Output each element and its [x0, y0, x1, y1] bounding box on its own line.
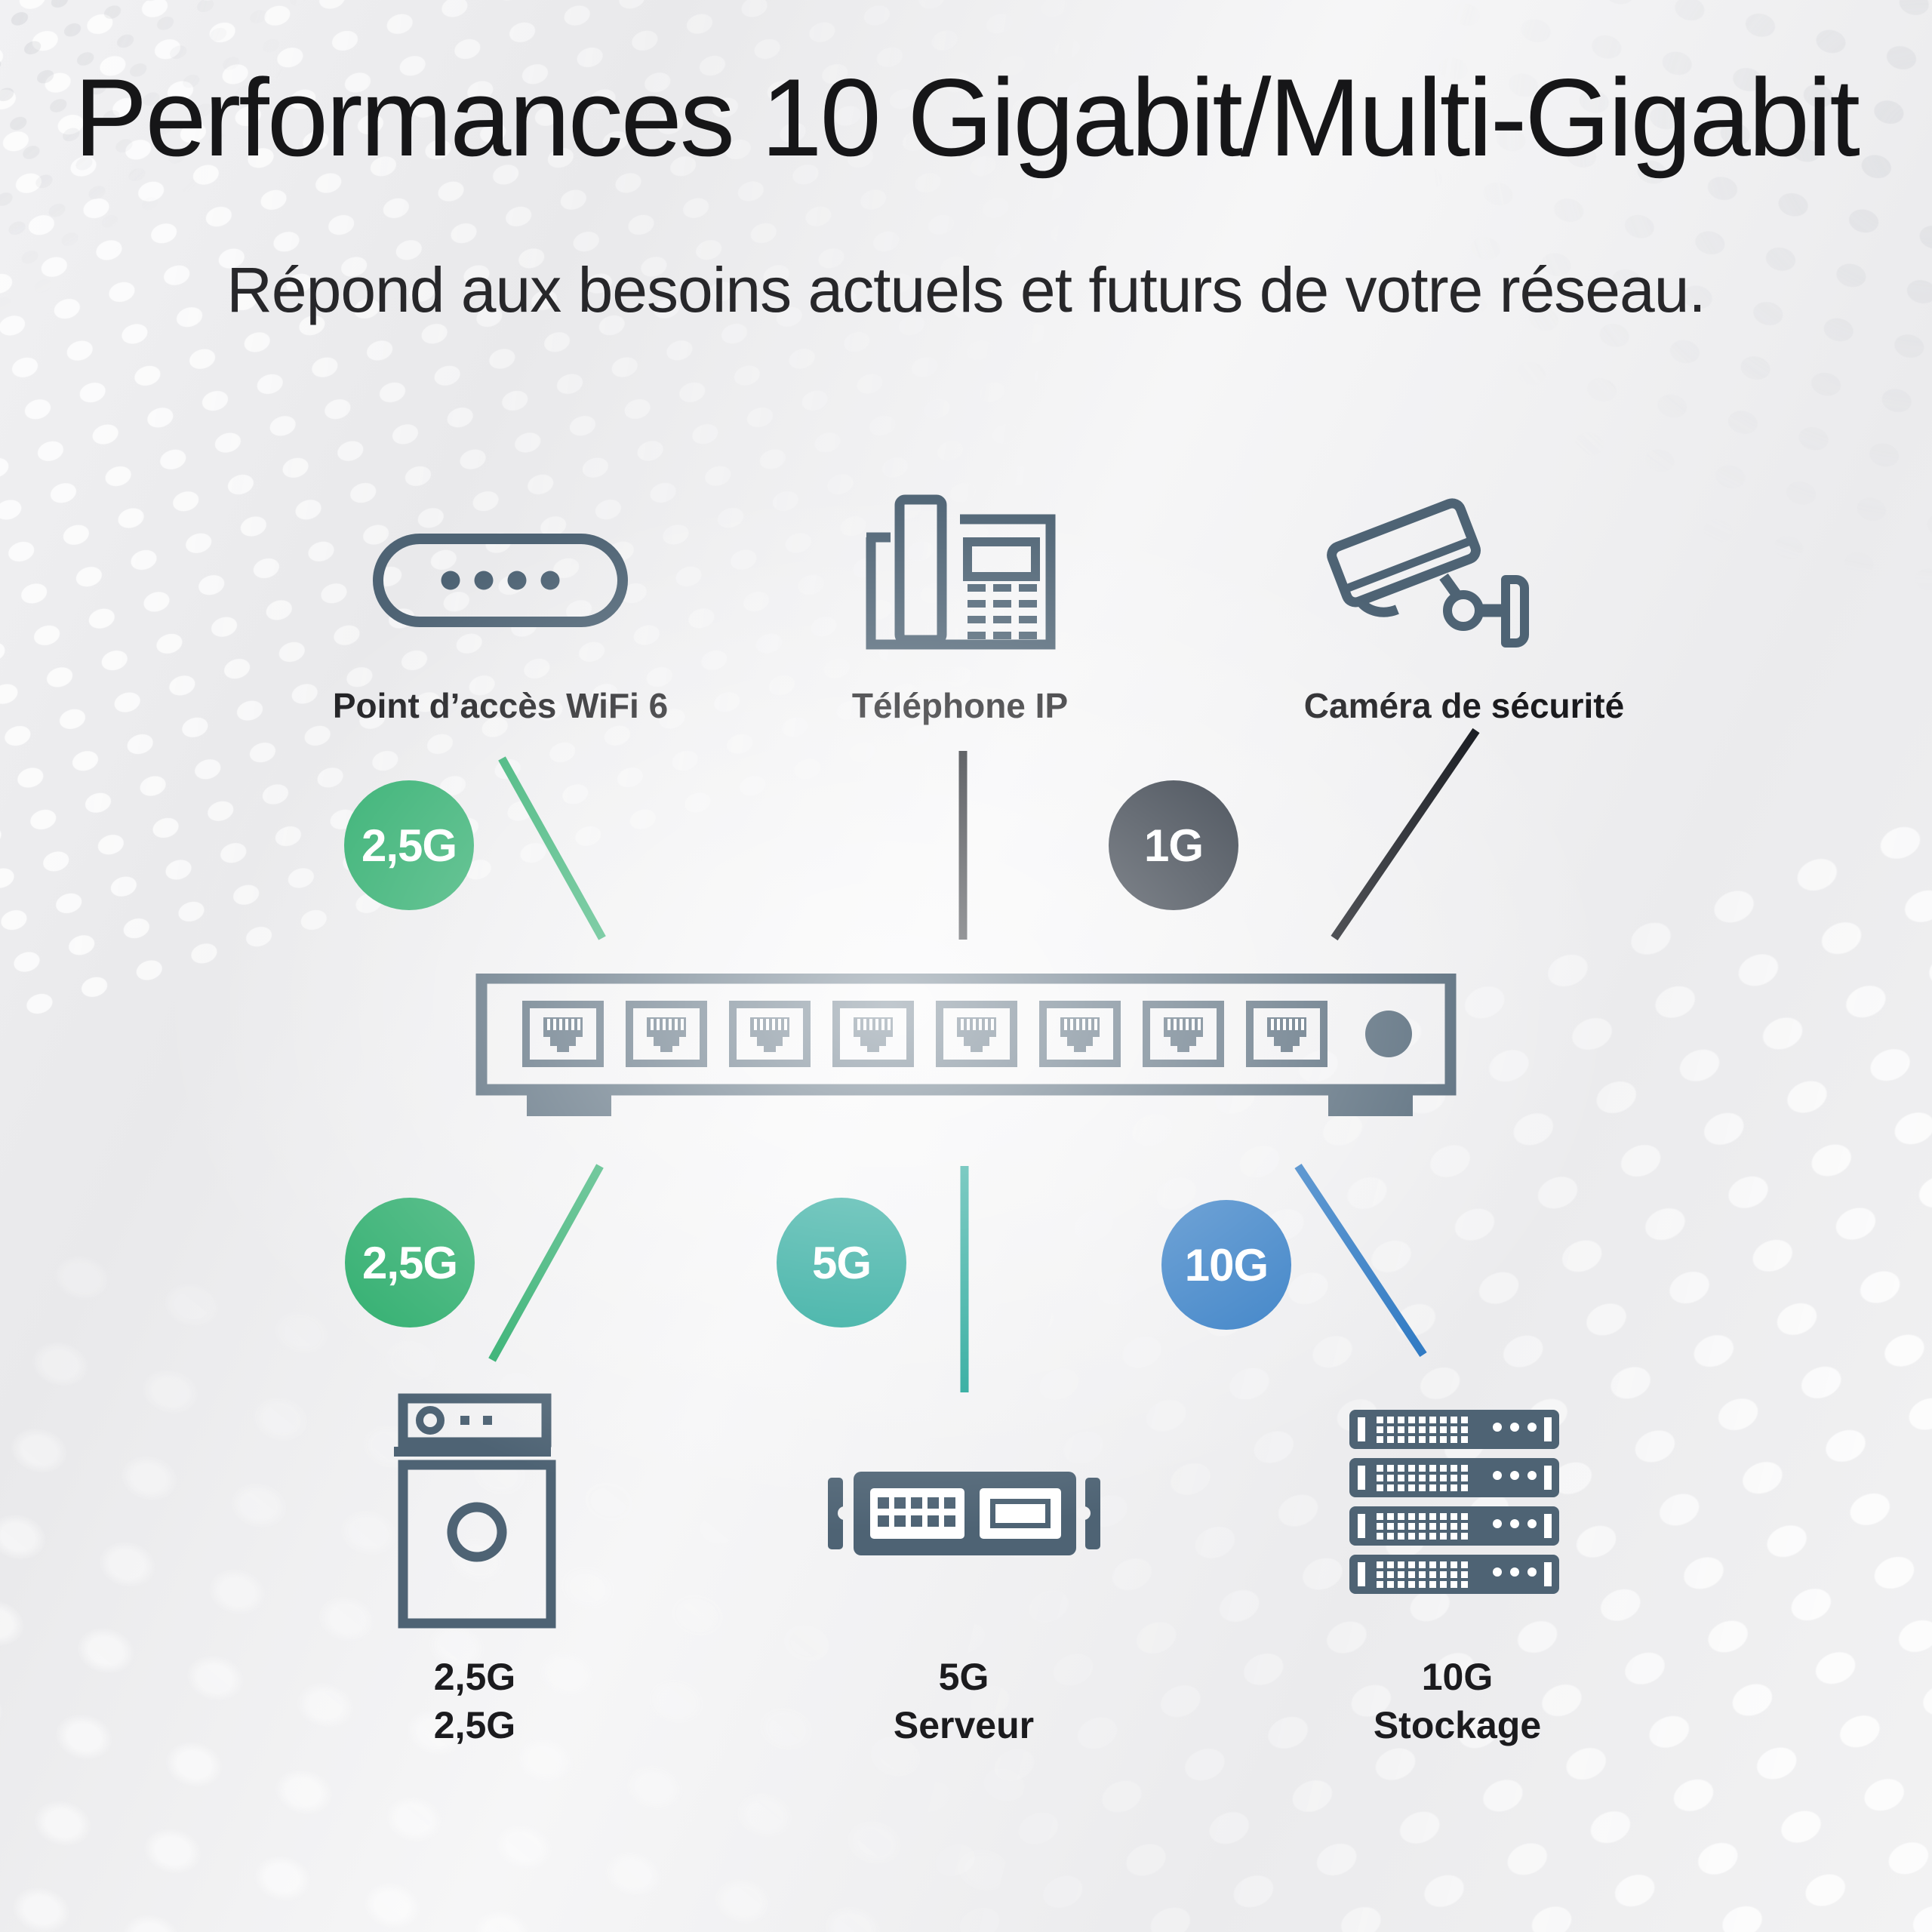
desktop-tower-icon	[392, 1392, 562, 1634]
speed-badge-access-point: 2,5G	[344, 780, 474, 910]
speed-badge-storage-label: 10G	[1184, 1239, 1269, 1291]
speed-badge-server-label: 5G	[811, 1237, 872, 1288]
halftone-pattern-bottom-right	[599, 792, 1932, 1932]
storage-array-icon	[1349, 1410, 1564, 1602]
speed-badge-camera: 1G	[1109, 780, 1238, 910]
speed-badge-access-point-label: 2,5G	[361, 820, 457, 871]
desktop-label-line2: 2,5G	[433, 1704, 516, 1746]
storage-label-line1: 10G	[1421, 1656, 1494, 1698]
access-point-label: Point d’accès WiFi 6	[332, 686, 669, 725]
storage-label: 10G Stockage	[1231, 1653, 1684, 1749]
page-title: Performances 10 Gigabit/Multi-Gigabit	[74, 56, 1860, 179]
storage-label-line2: Stockage	[1373, 1704, 1542, 1746]
wifi-access-point-icon	[372, 533, 629, 632]
security-camera-label: Caméra de sécurité	[1303, 686, 1625, 725]
speed-badge-server: 5G	[777, 1198, 906, 1327]
server-label-line1: 5G	[938, 1656, 989, 1698]
link-line-desktop	[488, 1164, 604, 1362]
ethernet-switch-icon	[475, 972, 1457, 1128]
speed-badge-storage: 10G	[1161, 1200, 1291, 1330]
link-line-access-point	[498, 756, 606, 940]
link-line-storage	[1294, 1163, 1427, 1358]
speed-badge-desktop: 2,5G	[345, 1198, 475, 1327]
security-camera-icon	[1324, 492, 1543, 666]
ip-phone-label: Téléphone IP	[851, 686, 1069, 725]
server-label: 5G Serveur	[737, 1653, 1190, 1749]
speed-badge-camera-label: 1G	[1143, 820, 1204, 871]
rack-server-icon	[826, 1470, 1102, 1561]
link-line-camera	[1331, 728, 1480, 941]
desktop-label: 2,5G 2,5G	[248, 1653, 701, 1749]
ip-phone-icon	[860, 492, 1060, 666]
page-subtitle: Répond aux besoins actuels et futurs de …	[226, 254, 1706, 325]
speed-badge-desktop-label: 2,5G	[361, 1237, 458, 1288]
server-label-line2: Serveur	[893, 1704, 1035, 1746]
desktop-label-line1: 2,5G	[433, 1656, 516, 1698]
